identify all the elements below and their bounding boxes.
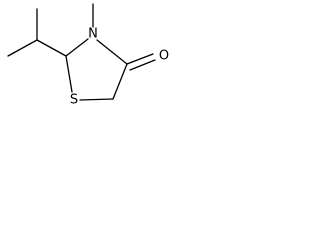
bond-c2-n3 [65, 38, 89, 57]
molecule-structure: N S O [7, 3, 169, 108]
atom-label-nitrogen: N [88, 27, 98, 42]
bond-n3-c4 [96, 39, 128, 65]
bond-carbonyl-2 [129, 59, 156, 71]
atom-label-oxygen: O [159, 49, 169, 64]
bond-carbonyl-1 [126, 53, 154, 65]
bond-c4-c5 [112, 63, 128, 100]
bond-c5-s1 [79, 98, 114, 101]
atom-label-sulfur: S [70, 93, 78, 108]
bond-left-methyl [7, 39, 38, 57]
bond-s1-c2 [65, 55, 73, 93]
bond-isopropyl-to-ring [36, 39, 67, 57]
